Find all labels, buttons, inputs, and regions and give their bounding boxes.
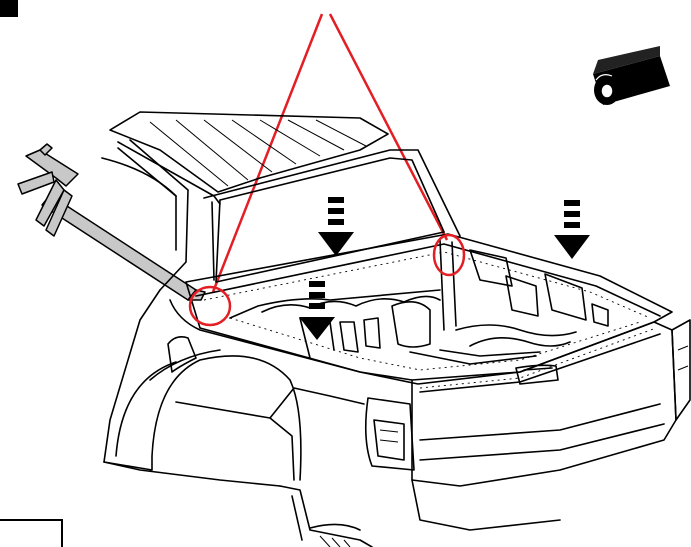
corner-marker — [0, 0, 18, 17]
truck-side — [103, 289, 413, 487]
tail-light-left — [364, 397, 415, 471]
down-arrow-icon — [554, 200, 590, 259]
rear-bumper — [279, 479, 561, 547]
callout-line-left — [211, 13, 324, 293]
cab-body — [101, 139, 461, 291]
callout-lines — [211, 13, 449, 293]
down-arrow-icon — [318, 197, 354, 256]
callout-circles — [188, 233, 466, 327]
down-arrow-icon — [299, 281, 335, 340]
callout-line-right — [328, 13, 449, 241]
bed-interior — [229, 239, 609, 365]
step-frame-corner — [0, 519, 63, 547]
tape-roll-icon — [593, 46, 670, 105]
tailgate — [411, 321, 677, 487]
caulking-gun-icon — [17, 143, 206, 301]
pickup-truck — [101, 111, 691, 547]
highlight-circle-icon — [188, 285, 232, 327]
highlight-circle-icon — [432, 233, 466, 277]
tail-light-right — [671, 319, 691, 421]
